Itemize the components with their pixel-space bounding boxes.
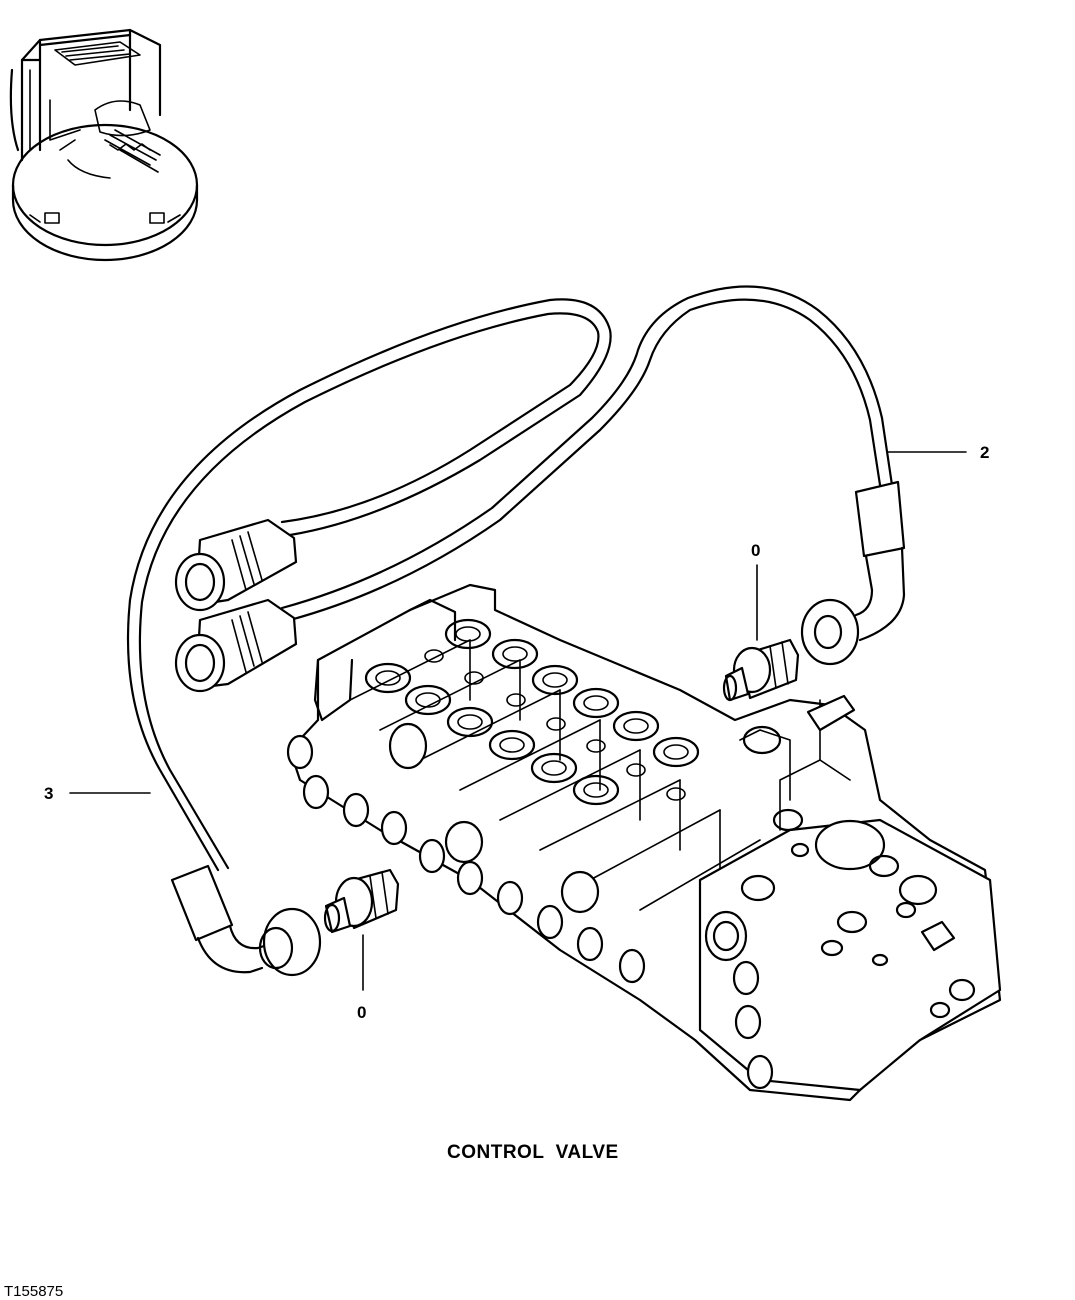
hose-3 [126, 298, 612, 977]
hose-end-fittings [174, 518, 298, 693]
figure-id: T155875 [4, 1283, 63, 1300]
inlet-section [698, 699, 1002, 1092]
callout-0-lower: 0 [357, 1003, 366, 1022]
callout-2: 2 [980, 443, 989, 462]
adapter-fitting-lower [323, 868, 400, 934]
excavator-thumbnail [9, 28, 199, 262]
port-row-top [364, 618, 700, 806]
diagram-caption: CONTROL VALVE [447, 1142, 619, 1163]
hose-2 [280, 285, 906, 666]
adapter-fitting-upper [722, 638, 800, 702]
relief-valve [806, 694, 856, 732]
callout-3: 3 [44, 784, 53, 803]
control-valve [286, 583, 1002, 1102]
spool-bosses [286, 722, 646, 984]
leader-lines [69, 451, 967, 991]
callout-0-upper: 0 [751, 541, 760, 560]
